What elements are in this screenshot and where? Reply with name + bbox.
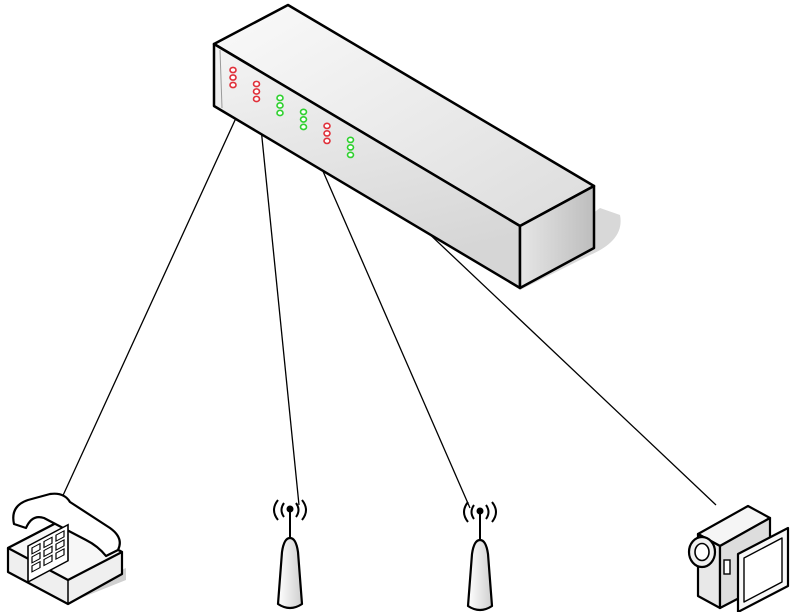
camera-flip-screen-inner <box>743 537 783 603</box>
antenna-wave-left-inner <box>470 504 475 520</box>
port-led-red <box>323 130 331 137</box>
port-led-green <box>299 123 308 131</box>
telephone-icon <box>6 492 126 606</box>
antenna-wave-left-outer <box>463 501 469 523</box>
port-led-red <box>252 88 261 95</box>
port-led-red <box>323 122 331 130</box>
connection-line-antenna-1 <box>259 117 300 506</box>
port-led-red <box>229 74 237 81</box>
connection-line-telephone <box>59 117 237 503</box>
antenna-wave-left-inner <box>280 502 285 518</box>
port-led-green <box>346 151 355 159</box>
switch-end-face <box>518 184 596 290</box>
port-led-green <box>276 102 284 109</box>
port-led-red <box>323 137 331 145</box>
antenna-body <box>276 536 304 610</box>
port-led-panel <box>229 66 355 159</box>
antenna-wave-left-outer <box>273 499 279 521</box>
antenna-tip <box>476 507 484 515</box>
port-led-red <box>252 95 261 103</box>
port-led-green <box>346 136 355 144</box>
wireless-antenna-icon <box>463 501 497 612</box>
port-led-green <box>299 116 308 123</box>
port-led-green <box>276 109 284 117</box>
camera-lens-inner <box>694 542 710 562</box>
antenna-wave-right-outer <box>491 501 497 523</box>
antenna-wave-right-inner <box>295 502 300 518</box>
antenna-body <box>466 538 494 612</box>
antenna-wave-right-inner <box>485 504 490 520</box>
antenna-tip <box>286 505 294 513</box>
port-led-green <box>276 94 284 102</box>
camera-button <box>723 559 731 575</box>
port-led-green <box>299 108 308 116</box>
antenna-wave-right-outer <box>301 499 307 521</box>
telephone-keypad <box>27 523 69 584</box>
wireless-antenna-icon <box>273 499 307 610</box>
network-switch-icon <box>212 3 621 290</box>
port-led-green <box>346 143 355 151</box>
port-led-red <box>252 80 261 88</box>
video-camera-icon <box>687 504 790 612</box>
switch-front-bevel <box>219 49 223 109</box>
connection-line-antenna-2 <box>304 129 471 509</box>
port-led-red <box>229 81 237 89</box>
port-led-red <box>229 66 237 74</box>
